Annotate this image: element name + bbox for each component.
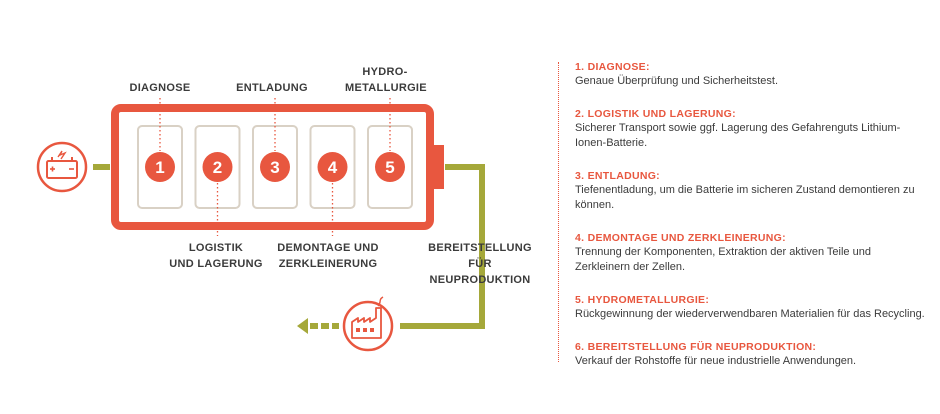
battery-cell-1: 1	[137, 125, 183, 209]
step-label-4: DEMONTAGE UND ZERKLEINERUNG	[277, 242, 379, 270]
step-label-1: DIAGNOSE	[129, 82, 191, 94]
step-badge	[202, 152, 233, 182]
legend-title: 5. HYDROMETALLURGIE:	[575, 294, 710, 306]
step-badge	[260, 152, 290, 182]
step-label-3: ENTLADUNG	[236, 82, 308, 94]
output-label: BEREITSTELLUNG FÜR NEUPRODUKTION	[428, 242, 532, 286]
legend-item-1: 1. DIAGNOSE: Genaue Überprüfung und Sich…	[575, 60, 925, 89]
process-graphic: 1 2 3 4 5	[36, 98, 485, 352]
legend-text: Rückgewinnung der wiederverwendbaren Mat…	[575, 308, 925, 320]
legend-item-3: 3. ENTLADUNG: Tiefenentladung, um die Ba…	[575, 169, 925, 213]
legend-title: 4. DEMONTAGE UND ZERKLEINERUNG:	[575, 232, 786, 244]
legend-item-4: 4. DEMONTAGE UND ZERKLEINERUNG: Trennung…	[575, 231, 925, 275]
legend-text: Trennung der Komponenten, Extraktion der…	[575, 246, 871, 273]
legend-title: 1. DIAGNOSE:	[575, 61, 650, 73]
legend-title: 3. ENTLADUNG:	[575, 170, 660, 182]
legend-text: Sicherer Transport sowie ggf. Lagerung d…	[575, 122, 901, 149]
output-flow-line	[400, 164, 485, 329]
legend: 1. DIAGNOSE: Genaue Überprüfung und Sich…	[575, 60, 925, 387]
step-label-5: HYDRO- METALLURGIE	[345, 66, 427, 94]
step-number: 5	[385, 158, 394, 177]
legend-item-5: 5. HYDROMETALLURGIE: Rückgewinnung der w…	[575, 293, 925, 322]
legend-text: Verkauf der Rohstoffe für neue industrie…	[575, 355, 857, 367]
legend-text: Tiefenentladung, um die Batterie im sich…	[575, 184, 915, 211]
legend-item-6: 6. BEREITSTELLUNG FÜR NEUPRODUKTION: Ver…	[575, 340, 925, 369]
car-battery-icon	[36, 141, 88, 193]
legend-item-2: 2. LOGISTIK UND LAGERUNG: Sicherer Trans…	[575, 107, 925, 151]
step-number: 4	[328, 158, 338, 177]
step-label-2: LOGISTIK UND LAGERUNG	[169, 242, 263, 270]
step-number: 1	[155, 158, 164, 177]
battery-cell-4: 4	[309, 125, 356, 209]
step-number: 3	[270, 158, 279, 177]
step-badge	[375, 152, 405, 182]
dashed-arrow-left-icon	[297, 318, 339, 334]
factory-icon	[342, 296, 394, 352]
legend-text: Genaue Überprüfung und Sicherheitstest.	[575, 75, 779, 87]
step-badge	[145, 152, 175, 182]
legend-title: 6. BEREITSTELLUNG FÜR NEUPRODUKTION:	[575, 341, 817, 353]
step-badge	[317, 152, 348, 182]
battery-cell-5: 5	[367, 125, 413, 209]
legend-title: 2. LOGISTIK UND LAGERUNG:	[575, 108, 736, 120]
legend-divider	[558, 62, 559, 362]
battery-cell-3: 3	[252, 125, 298, 209]
step-number: 2	[213, 158, 222, 177]
battery-terminal	[430, 145, 444, 189]
